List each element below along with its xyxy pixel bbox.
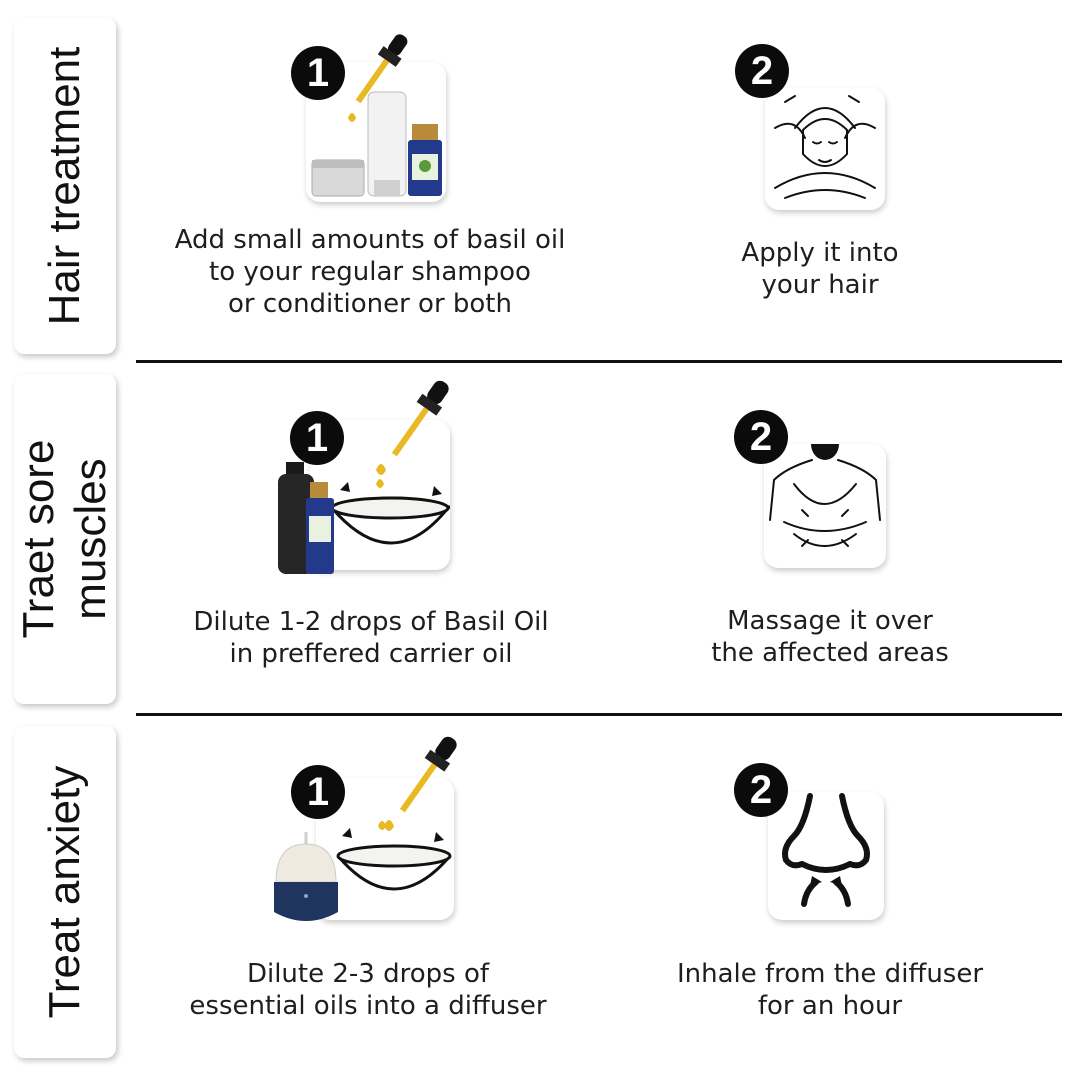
- carrier-oil-bottles-icon: [278, 462, 334, 574]
- step-caption: Dilute 2-3 drops of essential oils into …: [168, 958, 568, 1022]
- caption-line: Dilute 1-2 drops of Basil Oil: [193, 607, 549, 637]
- back-massage-icon: [764, 444, 886, 568]
- caption-line: to your regular shampoo: [209, 257, 531, 287]
- section-title: Treat anxiety: [40, 765, 89, 1019]
- step-caption: Inhale from the diffuser for an hour: [665, 958, 995, 1022]
- section-title: Traet sore muscles: [13, 440, 117, 639]
- caption-line: Add small amounts of basil oil: [174, 225, 566, 255]
- caption-line: or conditioner or both: [228, 289, 512, 319]
- section-tab-hair-treatment: Hair treatment: [14, 18, 116, 354]
- step-caption: Massage it over the affected areas: [680, 605, 980, 669]
- caption-line: in preffered carrier oil: [229, 639, 513, 669]
- caption-line: Inhale from the diffuser: [676, 959, 984, 989]
- caption-line: your hair: [761, 270, 879, 300]
- step-caption: Apply it into your hair: [690, 237, 950, 301]
- caption-line: essential oils into a diffuser: [189, 991, 547, 1021]
- caption-line: Dilute 2-3 drops of: [246, 959, 490, 989]
- step-number-badge: 2: [734, 410, 788, 464]
- dropper-icon: [376, 380, 449, 475]
- dropper-icon: [384, 736, 457, 831]
- hair-massage-icon: [765, 88, 885, 210]
- diffuser-icon: [274, 832, 338, 921]
- shampoo-and-basil-oil-icon: [306, 62, 446, 202]
- section-divider: [136, 713, 1062, 716]
- step-number-badge: 2: [734, 763, 788, 817]
- nose-inhale-icon: [768, 792, 884, 920]
- caption-line: Massage it over: [727, 606, 933, 636]
- section-divider: [136, 360, 1062, 363]
- section-title-line: muscles: [66, 458, 115, 620]
- section-tab-anxiety: Treat anxiety: [14, 726, 116, 1058]
- step-number-badge: 1: [290, 411, 344, 465]
- step-number-badge: 1: [291, 46, 345, 100]
- section-title-line: Traet sore: [14, 439, 63, 639]
- caption-line: Apply it into: [741, 238, 899, 268]
- section-title: Hair treatment: [40, 46, 89, 326]
- step-number-badge: 2: [735, 44, 789, 98]
- step-caption: Dilute 1-2 drops of Basil Oil in preffer…: [171, 606, 571, 670]
- caption-line: the affected areas: [711, 638, 949, 668]
- caption-line: for an hour: [757, 991, 903, 1021]
- step-number-badge: 1: [291, 765, 345, 819]
- step-caption: Add small amounts of basil oil to your r…: [170, 224, 570, 320]
- section-tab-sore-muscles: Traet sore muscles: [14, 374, 116, 704]
- dropper-icon: [348, 34, 408, 122]
